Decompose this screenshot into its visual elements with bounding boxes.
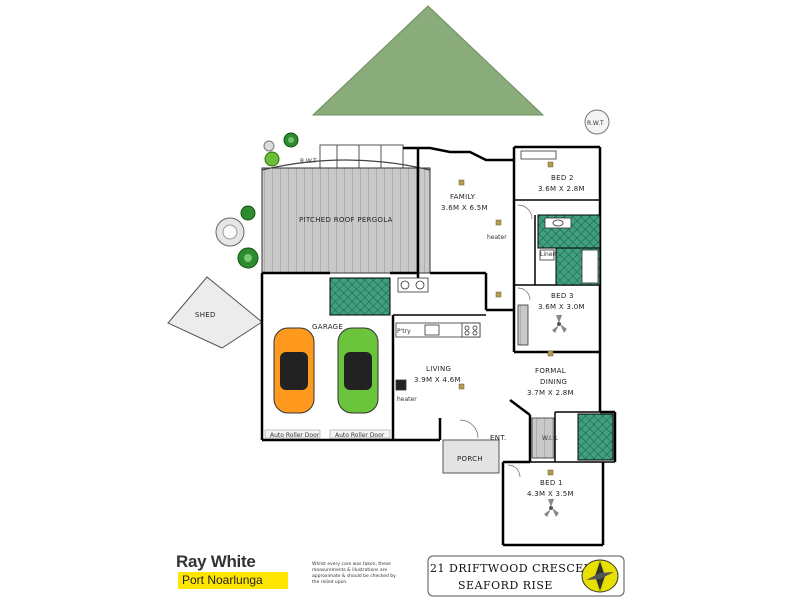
ceiling-fan-icon xyxy=(552,315,567,333)
address-box: 21 DRIFTWOOD CRESCENT SEAFORD RISE xyxy=(428,556,624,596)
heater-living-label: heater xyxy=(397,396,417,403)
family-dims: 3.6M X 6.5M xyxy=(441,204,488,212)
pergola-label: PITCHED ROOF PERGOLA xyxy=(299,216,393,224)
bed1-label: BED 1 xyxy=(540,479,563,487)
brand-name: Ray White xyxy=(176,552,256,571)
car-icon xyxy=(337,327,379,414)
pantry-label: P'try xyxy=(397,328,411,335)
brand-office: Port Noarlunga xyxy=(178,572,288,589)
tree-icon xyxy=(240,205,256,221)
ceiling-fan-icon xyxy=(544,499,559,517)
disclaimer: Whilst every care was taken, these measu… xyxy=(312,562,396,585)
bed1-dims: 4.3M X 3.5M xyxy=(527,490,574,498)
ceiling-lights xyxy=(458,161,554,476)
tree-icon xyxy=(264,151,280,167)
exterior-walls xyxy=(260,145,617,547)
porch-label: PORCH xyxy=(457,455,483,463)
heater-family-label: heater xyxy=(487,234,507,241)
lawn-area xyxy=(311,5,545,116)
entry-label: ENT. xyxy=(490,434,507,442)
roller-door-left-label: Auto Roller Door xyxy=(270,432,320,439)
bed3-label: BED 3 xyxy=(551,292,574,300)
car-icon xyxy=(273,327,315,414)
bed2-label: BED 2 xyxy=(551,174,574,182)
living-dims: 3.9M X 4.6M xyxy=(414,376,461,384)
formal-dining-label-1: FORMAL xyxy=(535,367,566,375)
address-line1: 21 DRIFTWOOD CRESCENT xyxy=(430,562,602,575)
door-swings xyxy=(459,204,533,478)
family-label: FAMILY xyxy=(450,193,476,201)
rain-water-tank-top: R.W.T xyxy=(584,109,610,135)
tree-icon xyxy=(237,247,259,269)
laundry-tiles xyxy=(329,277,391,316)
tree-icon xyxy=(215,217,245,247)
fixtures xyxy=(395,150,599,459)
compass-icon xyxy=(581,559,619,593)
wir-label: W.I.R. xyxy=(542,435,559,442)
garage-label: GARAGE xyxy=(312,323,343,331)
rwt-top-label: R.W.T xyxy=(587,120,604,127)
decking xyxy=(319,144,404,170)
formal-dining-dims: 3.7M X 2.8M xyxy=(527,389,574,397)
shed-label: SHED xyxy=(195,311,216,319)
porch xyxy=(442,439,500,474)
ensuite-tiles xyxy=(577,413,614,461)
living-label: LIVING xyxy=(426,365,451,373)
tree-icon xyxy=(263,140,275,152)
roller-door-right-label: Auto Roller Door xyxy=(335,432,385,439)
shed: SHED xyxy=(167,276,263,349)
tree-icon xyxy=(283,132,299,148)
brand-logo: Ray White Port Noarlunga xyxy=(176,552,291,592)
pergola: PITCHED ROOF PERGOLA xyxy=(261,159,431,274)
formal-dining-label-2: DINING xyxy=(540,378,567,386)
bed3-dims: 3.6M X 3.0M xyxy=(538,303,585,311)
address-line2: SEAFORD RISE xyxy=(458,579,553,592)
linen-label: Linen xyxy=(540,251,557,258)
bed2-dims: 3.6M X 2.8M xyxy=(538,185,585,193)
